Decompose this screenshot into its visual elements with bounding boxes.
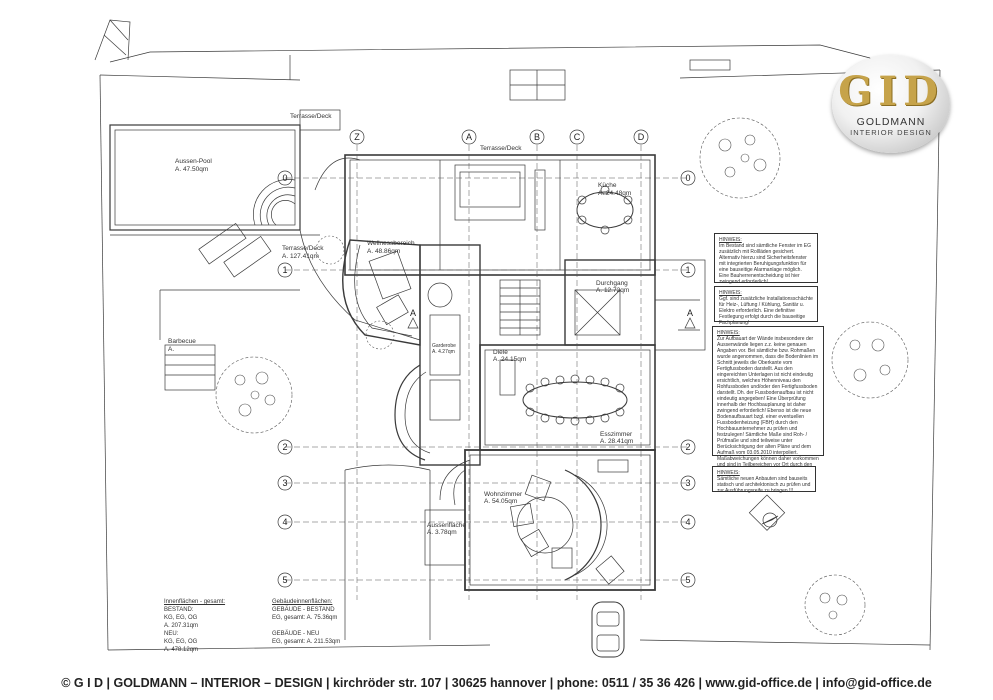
logo-name: GOLDMANN [856,115,926,128]
note-box-1: HINWEIS: Im Bestand sind sämtliche Fenst… [714,233,818,285]
axis-label-2-right: 2 [685,442,690,452]
logo-subtitle: INTERIOR DESIGN [850,127,932,137]
note-text: Ggf. sind zusätzliche Installationsschäc… [719,296,813,326]
aussenflaeche-area: A. 3.78qm [427,529,457,536]
axis-label-b: B [534,132,540,142]
gid-logo: GID GOLDMANN INTERIOR DESIGN [832,55,950,153]
axis-label-5-left: 5 [282,575,287,585]
axis-label-5-right: 5 [685,575,690,585]
pool-label: Aussen-Pool [175,158,212,165]
terrace-top-left-label: Terrasse/Deck [290,113,332,120]
axis-label-0-right: 0 [685,173,690,183]
inner-areas-list: Innenflächen - gesamt: BESTAND: KG, EG, … [164,598,225,654]
building-bestand-line: EG, gesamt: A. 75.36qm [272,615,338,621]
pool [109,124,301,231]
footer-contact-line: © G I D | GOLDMANN – INTERIOR – DESIGN |… [61,675,932,690]
note-title: HINWEIS: [717,470,740,476]
note-box-4: HINWEIS: Sämtliche neuen Anbauten sind b… [712,466,816,494]
note-title: HINWEIS: [717,330,740,336]
inner-bestand-line: A. 207.31qm [164,623,199,629]
note-text: Im Bestand sind sämtliche Fenster im EG … [719,243,811,285]
wellness-area: A. 48.86qm [367,248,400,255]
building-areas-heading: Gebäudeinnenflächen: [272,599,333,605]
wohnzimmer-label: Wohnzimmer [484,491,523,498]
building-areas-list: Gebäudeinnenflächen: GEBÄUDE - BESTAND E… [272,598,340,646]
loungers [198,222,272,278]
inner-neu-line: KG, EG, OG [164,639,198,645]
wellness-wing [342,239,421,346]
section-marker-right: A [687,308,693,318]
note-title: HINWEIS: [719,290,742,296]
note-box-3: HINWEIS: Zur Aufbauart der Wände insbeso… [712,326,824,474]
esszimmer-area: A. 28.41qm [600,438,633,445]
durchgang-area: A. 12.72qm [596,287,629,294]
axis-label-1-right: 1 [685,265,690,275]
section-marker-left: A [410,308,416,318]
durchgang-label: Durchgang [596,280,628,287]
axis-label-0-left: 0 [282,173,287,183]
building-bestand-label: GEBÄUDE - BESTAND [272,607,335,613]
wohnzimmer-area: A. 54.05qm [484,498,517,505]
note-text: Sämtliche neuen Anbauten sind bauseits s… [717,476,811,494]
staircase [499,279,541,336]
pool-area: A. 47.50qm [175,166,208,173]
terrace-label: Terrasse/Deck [282,245,324,252]
axis-label-3-left: 3 [282,478,287,488]
axis-label-2-left: 2 [282,442,287,452]
note-box-2: HINWEIS: Ggf. sind zusätzliche Installat… [714,286,818,326]
terrace-top-label: Terrasse/Deck [480,145,522,152]
axis-label-c: C [574,132,581,142]
axis-label-z: Z [354,132,360,142]
axis-label-d: D [638,132,645,142]
dining-chairs [525,374,625,426]
terrace-area: A. 127.41qm [282,253,319,260]
floor-plan-drawing: Z A B C D 0 1 2 3 4 5 0 1 2 3 4 5 A A Au… [94,19,941,658]
axis-label-4-right: 4 [685,517,690,527]
wellness-label: Wellnessbereich [367,240,415,247]
note-text: Zur Aufbauart der Wände insbesondere der… [717,336,819,474]
inner-neu-label: NEU: [164,631,179,637]
barbecue-area: A. [168,346,174,353]
logo-letters: GID [838,67,944,115]
building-neu-label: GEBÄUDE - NEU [272,631,320,637]
inner-areas-heading: Innenflächen - gesamt: [164,599,226,605]
car [591,601,625,658]
building-neu-line: EG, gesamt: A. 211.53qm [272,639,341,645]
diele-area: A. 24.15qm [493,356,526,363]
axis-label-3-right: 3 [685,478,690,488]
note-title: HINWEIS: [719,237,742,243]
axis-label-a: A [466,132,472,142]
esszimmer-label: Esszimmer [600,431,633,438]
living-room [464,449,656,591]
inner-neu-line: A. 478.12qm [164,647,199,653]
axis-label-4-left: 4 [282,517,287,527]
garderobe-label: Garderobe [432,343,456,349]
north-wing [344,154,656,276]
diele-label: Diele [493,349,508,356]
axis-label-1-left: 1 [282,265,287,275]
barbecue-label: Barbecue [168,338,196,345]
inner-bestand-line: KG, EG, OG [164,615,198,621]
hatched-corner-wall [94,19,131,61]
inner-bestand-label: BESTAND: [164,607,194,613]
kitchen-label: Küche [598,182,617,189]
kitchen-area: A. 24.48qm [598,190,631,197]
garderobe-area: A. 4.27qm [432,349,455,355]
aussenflaeche-label: Aussenfläche [427,522,466,529]
trees [215,117,909,636]
